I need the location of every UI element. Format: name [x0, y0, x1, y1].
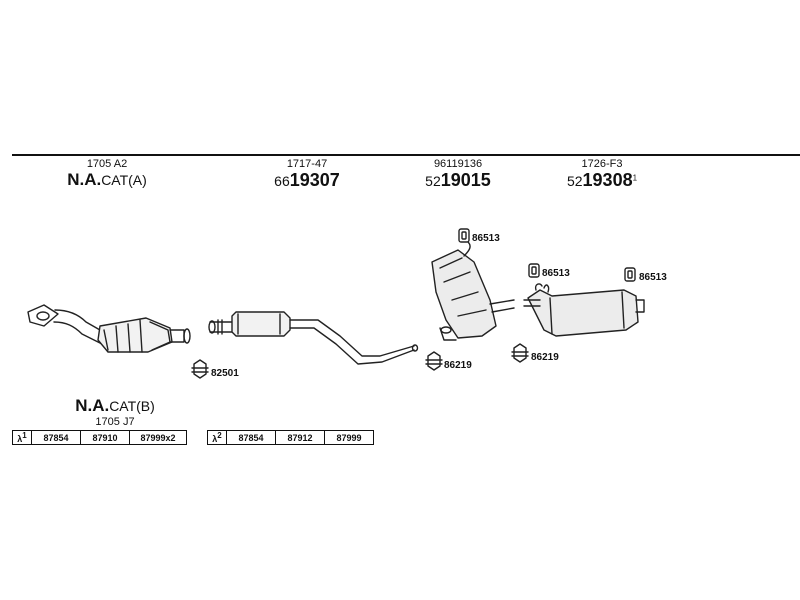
part-header-cat-b: N.A.CAT(B) 1705 J7 — [70, 396, 160, 428]
hanger-label-86513-1: 86513 — [472, 233, 500, 244]
clamp-label-82501: 82501 — [211, 368, 239, 379]
part-number: 6619307 — [274, 170, 340, 190]
part-header-rear-silencer: 1726-F3 52193081 — [552, 158, 652, 191]
clamp-82501 — [191, 359, 209, 379]
part-header-front-pipe: 1717-47 6619307 — [262, 158, 352, 191]
part-ref: 1717-47 — [286, 158, 328, 170]
lambda-table-1: λ1 87854 87910 87999x2 — [12, 430, 187, 445]
lambda-symbol: λ1 — [12, 430, 32, 445]
top-divider-line — [12, 154, 800, 156]
table-cell: 87854 — [226, 430, 276, 445]
hanger-86513-2 — [528, 263, 540, 278]
clamp-86219-2 — [511, 343, 529, 363]
part-number: 52193081 — [566, 170, 638, 190]
clamp-86219-1 — [425, 351, 443, 371]
hanger-86513-1 — [458, 228, 470, 243]
part-name: N.A.CAT(B) — [75, 396, 155, 415]
part-name: N.A.CAT(A) — [67, 170, 147, 189]
table-cell: 87912 — [275, 430, 325, 445]
hanger-label-86513-2: 86513 — [542, 268, 570, 279]
part-header-middle-silencer: 96119136 5219015 — [408, 158, 508, 191]
table-cell: 87999 — [324, 430, 374, 445]
clamp-label-86219-1: 86219 — [444, 360, 472, 371]
catalytic-converter-drawing — [27, 304, 191, 353]
clamp-label-86219-2: 86219 — [531, 352, 559, 363]
part-ref: 1705 A2 — [86, 158, 128, 170]
lambda-symbol: λ2 — [207, 430, 227, 445]
part-ref: 96119136 — [433, 158, 483, 170]
middle-silencer-drawing — [431, 241, 515, 341]
table-cell: 87910 — [80, 430, 130, 445]
hanger-label-86513-3: 86513 — [639, 272, 667, 283]
part-ref: 1726-F3 — [581, 158, 623, 170]
hanger-86513-3 — [624, 267, 636, 282]
part-header-cat-a: 1705 A2 N.A.CAT(A) — [62, 158, 152, 190]
table-cell: 87854 — [31, 430, 81, 445]
lambda-table-2: λ2 87854 87912 87999 — [207, 430, 374, 445]
rear-silencer-drawing — [523, 283, 645, 337]
part-number: 5219015 — [425, 170, 491, 190]
part-ref: 1705 J7 — [95, 416, 135, 428]
front-pipe-drawing — [208, 311, 419, 365]
table-cell: 87999x2 — [129, 430, 187, 445]
